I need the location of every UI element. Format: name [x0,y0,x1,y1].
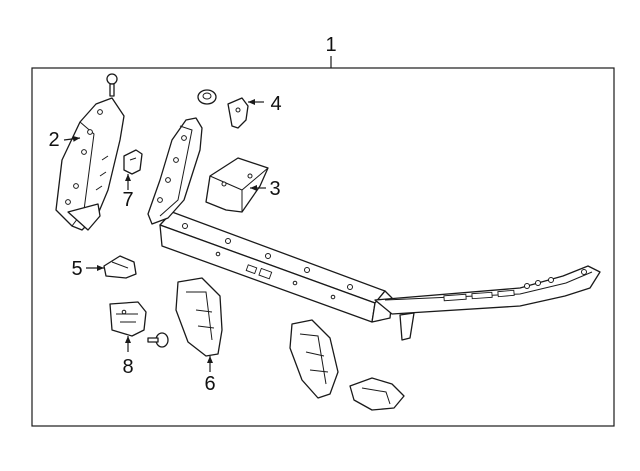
callout-4-label: 4 [270,93,281,115]
callout-6-label: 6 [204,373,215,395]
deflector-part-3 [205,157,269,213]
plate-part-4 [227,97,249,129]
callout-2-label: 2 [48,129,59,151]
assembly-frame [31,67,615,427]
bolt [106,73,118,97]
right-bumper-bracket [289,319,339,399]
left-bracket-part-2 [55,97,125,231]
grommet [197,89,217,105]
center-bracket [147,117,203,225]
lower-right-clip [349,377,405,411]
callout-1-label: 1 [325,34,336,56]
bolt-2 [147,332,169,348]
callout-2-leader [63,135,81,142]
callout-3-label: 3 [269,178,280,200]
callout-5-label: 5 [71,258,82,280]
bracket-part-5 [103,255,137,279]
callout-8-label: 8 [122,356,133,378]
lower-bracket-part-8 [109,301,147,337]
tie-bar-part-1 [159,211,601,341]
clip-part-7 [123,149,143,175]
callout-7-label: 7 [122,189,133,211]
bumper-bracket-part-6 [175,277,223,357]
